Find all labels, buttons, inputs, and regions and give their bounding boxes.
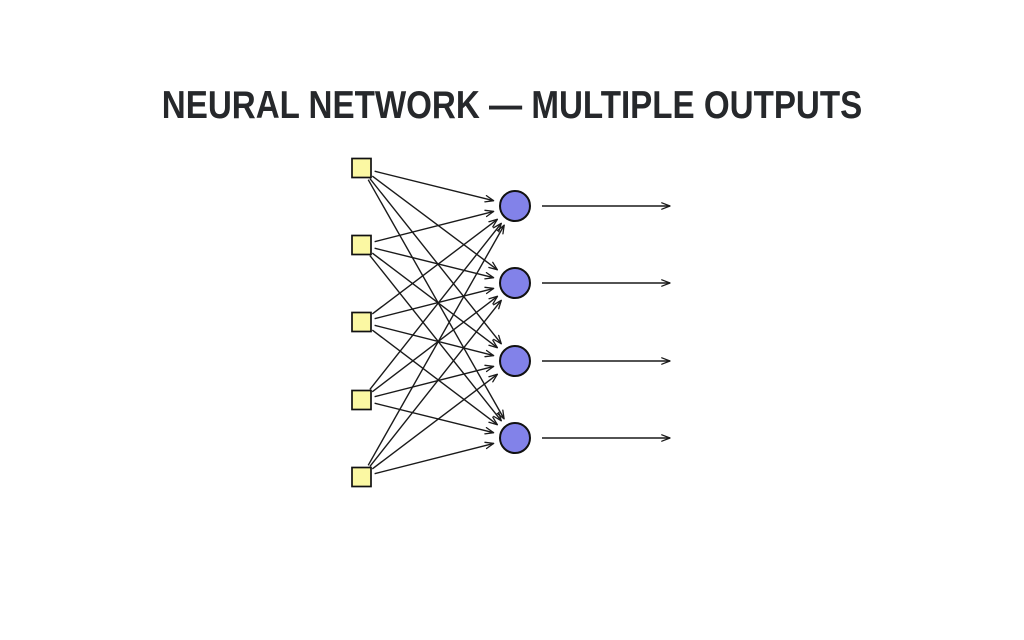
connection-arrow — [371, 373, 499, 470]
node-layer — [351, 157, 531, 488]
connection-arrow — [374, 441, 495, 475]
connection-arrow — [374, 247, 495, 280]
connection-arrow — [371, 295, 499, 393]
connection-arrow — [374, 324, 495, 358]
output-node — [499, 422, 531, 454]
connection-arrow — [371, 329, 499, 426]
output-node — [499, 190, 531, 222]
input-node — [351, 389, 372, 411]
connection-arrow — [374, 402, 495, 435]
output-node — [499, 267, 531, 299]
connection-arrow — [371, 175, 499, 271]
connection-arrow — [369, 299, 502, 467]
connection-arrow — [367, 224, 505, 466]
connection-arrow — [367, 179, 505, 420]
slide-title: NEURAL NETWORK — MULTIPLE OUTPUTS — [161, 84, 863, 127]
connection-layer — [367, 170, 505, 475]
output-arrow-layer — [542, 202, 671, 442]
connection-arrow — [369, 222, 502, 390]
input-node — [351, 234, 372, 256]
connection-arrow — [369, 255, 502, 422]
connection-arrow — [374, 209, 495, 243]
input-node — [351, 311, 372, 333]
output-node — [499, 345, 531, 377]
connection-arrow — [369, 178, 502, 345]
connection-arrow — [374, 170, 495, 203]
connection-arrow — [374, 286, 495, 320]
connection-arrow — [374, 364, 495, 398]
title-row: NEURAL NETWORK — MULTIPLE OUTPUTS — [0, 84, 1024, 128]
input-node — [351, 157, 372, 179]
connection-arrow — [371, 218, 499, 315]
input-node — [351, 466, 372, 488]
